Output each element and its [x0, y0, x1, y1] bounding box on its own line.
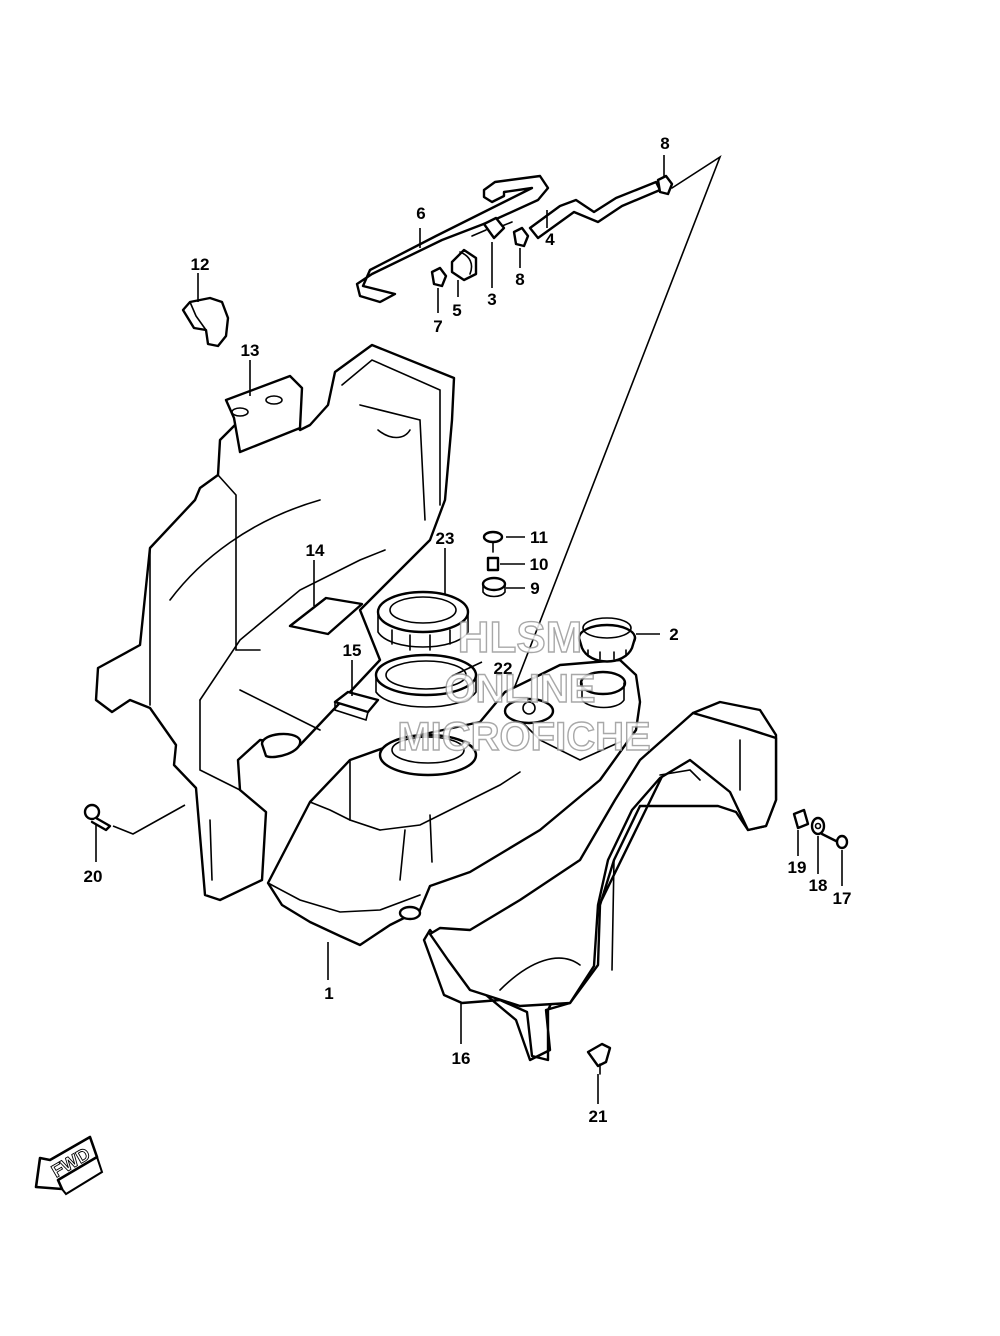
callout-21: 21 [589, 1107, 608, 1126]
pump-opening [378, 733, 478, 777]
callout-22: 22 [494, 659, 513, 678]
callout-12: 12 [191, 255, 210, 274]
cover-clamp [181, 296, 230, 348]
callout-7: 7 [433, 317, 442, 336]
grommet-9 [481, 576, 507, 598]
callout-17: 17 [833, 889, 852, 908]
pump-gasket [374, 653, 478, 708]
bolt-20 [83, 803, 112, 832]
vent-valve-mount [503, 697, 555, 725]
fuel-tank [266, 658, 642, 947]
watermark-line-1: HLSM [458, 613, 583, 662]
callout-6: 6 [416, 204, 425, 223]
vent-hose [355, 174, 550, 304]
watermark: HLSM ONLINE MICROFICHE [397, 612, 652, 759]
check-valve [471, 216, 513, 240]
watermark-line-2: ONLINE [444, 667, 595, 711]
callout-3: 3 [487, 290, 496, 309]
tank-cover [94, 343, 456, 902]
callout-15: 15 [343, 641, 362, 660]
rivet-21 [586, 1042, 612, 1075]
callout-8-top: 8 [660, 134, 669, 153]
cover-bracket [224, 374, 304, 454]
callout-23: 23 [436, 529, 455, 548]
hose-clip [450, 248, 478, 282]
washer-18 [810, 816, 826, 836]
cushion-pad [333, 690, 380, 722]
callout-13: 13 [241, 341, 260, 360]
callout-16: 16 [452, 1049, 471, 1068]
collar-19 [792, 808, 810, 830]
warning-label [288, 596, 364, 636]
callout-1: 1 [324, 984, 333, 1003]
pump-lock-ring [376, 590, 470, 651]
callout-14: 14 [306, 541, 325, 560]
forward-arrow-icon: FWD [34, 1135, 104, 1196]
tank-mount-hole [398, 905, 422, 921]
callout-8-bottom: 8 [515, 270, 524, 289]
callout-18: 18 [809, 876, 828, 895]
hose-clamp-right [656, 174, 674, 196]
explode-lines [112, 154, 722, 835]
hose-clamp-center [512, 226, 530, 248]
callout-11: 11 [530, 528, 548, 547]
callout-2: 2 [669, 625, 678, 644]
leader-lines [95, 155, 843, 1104]
hose-clamp-left [430, 266, 448, 288]
callout-9: 9 [530, 579, 539, 598]
callout-20: 20 [84, 867, 103, 886]
bolt-11 [482, 530, 504, 553]
collar-10 [486, 556, 500, 572]
callout-19: 19 [788, 858, 807, 877]
side-cover [422, 700, 778, 1062]
bolt-17 [820, 832, 849, 850]
callout-4: 4 [545, 230, 555, 249]
callout-labels: 1 2 3 4 5 6 7 8 8 9 10 11 12 13 14 15 16… [84, 134, 852, 1126]
fuel-cap [577, 617, 637, 663]
callout-5: 5 [452, 301, 461, 320]
callout-10: 10 [530, 555, 549, 574]
filler-neck [579, 670, 627, 696]
watermark-line-3: MICROFICHE [397, 715, 650, 759]
